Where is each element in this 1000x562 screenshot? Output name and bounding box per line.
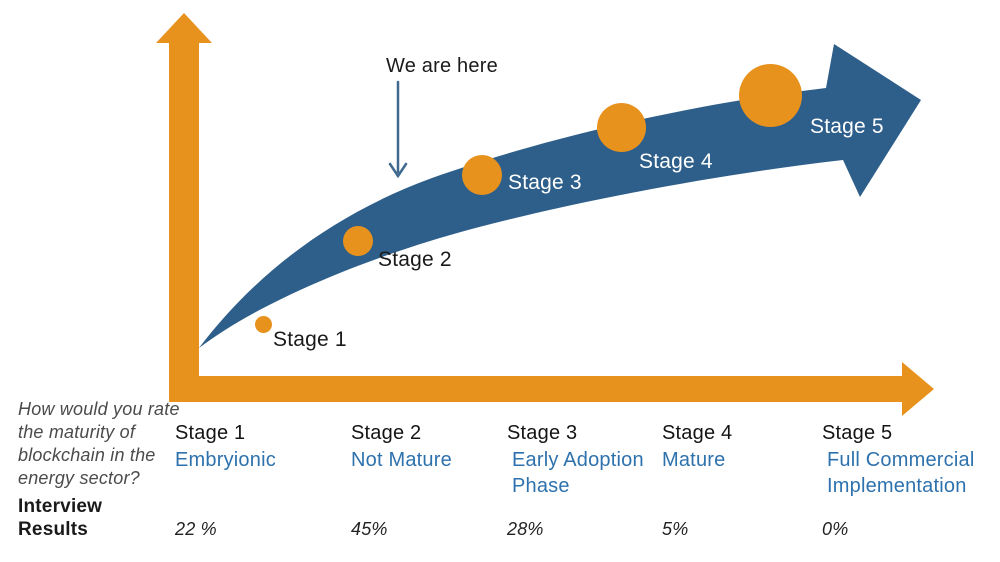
stage-2-curve-label: Stage 2 xyxy=(378,248,452,271)
stage-column-3: Stage 3 Early Adoption Phase 28% xyxy=(507,422,675,540)
stage-column-1: Stage 1 Embryionic 22 % xyxy=(175,422,343,540)
x-axis-line xyxy=(169,376,903,402)
stage-4-marker xyxy=(597,103,646,152)
stage-3-marker xyxy=(462,155,502,195)
survey-question: How would you rate the maturity of block… xyxy=(18,399,180,488)
stage-column-2: Stage 2 Not Mature 45% xyxy=(351,422,519,540)
we-are-here-arrow-icon xyxy=(388,80,408,179)
stage-name: Stage 2 xyxy=(351,422,422,444)
stage-descriptor: Not Mature xyxy=(351,449,452,471)
interview-result-value: 22 % xyxy=(175,519,217,539)
interview-result-value: 45% xyxy=(351,519,388,539)
curve-arrow-shape xyxy=(199,44,921,348)
stage-column-4: Stage 4 Mature 5% xyxy=(662,422,830,540)
stage-1-curve-label: Stage 1 xyxy=(273,328,347,351)
interview-result-value: 28% xyxy=(507,519,544,539)
stage-column-5: Stage 5 Full Commercial Implementation 0… xyxy=(822,422,990,540)
stage-descriptor: Early Adoption Phase xyxy=(512,449,644,497)
stage-4-curve-label: Stage 4 xyxy=(639,150,713,173)
stage-name: Stage 4 xyxy=(662,422,733,444)
stage-name: Stage 5 xyxy=(822,422,893,444)
y-axis-arrowhead-icon xyxy=(156,13,212,43)
stage-5-marker xyxy=(739,64,802,127)
interview-results-label: Interview Results xyxy=(18,496,103,540)
stage-name: Stage 3 xyxy=(507,422,578,444)
stage-descriptor: Embryionic xyxy=(175,449,276,471)
stage-5-curve-label: Stage 5 xyxy=(810,115,884,138)
stage-descriptor: Full Commercial Implementation xyxy=(827,449,975,497)
we-are-here-annotation: We are here xyxy=(386,55,498,77)
stage-3-curve-label: Stage 3 xyxy=(508,171,582,194)
x-axis-arrowhead-icon xyxy=(902,362,934,416)
y-axis-line xyxy=(169,40,199,402)
interview-result-value: 0% xyxy=(822,519,849,539)
stage-2-marker xyxy=(343,226,373,256)
stage-1-marker xyxy=(255,316,272,333)
interview-result-value: 5% xyxy=(662,519,689,539)
stage-name: Stage 1 xyxy=(175,422,246,444)
stage-descriptor: Mature xyxy=(662,449,726,471)
